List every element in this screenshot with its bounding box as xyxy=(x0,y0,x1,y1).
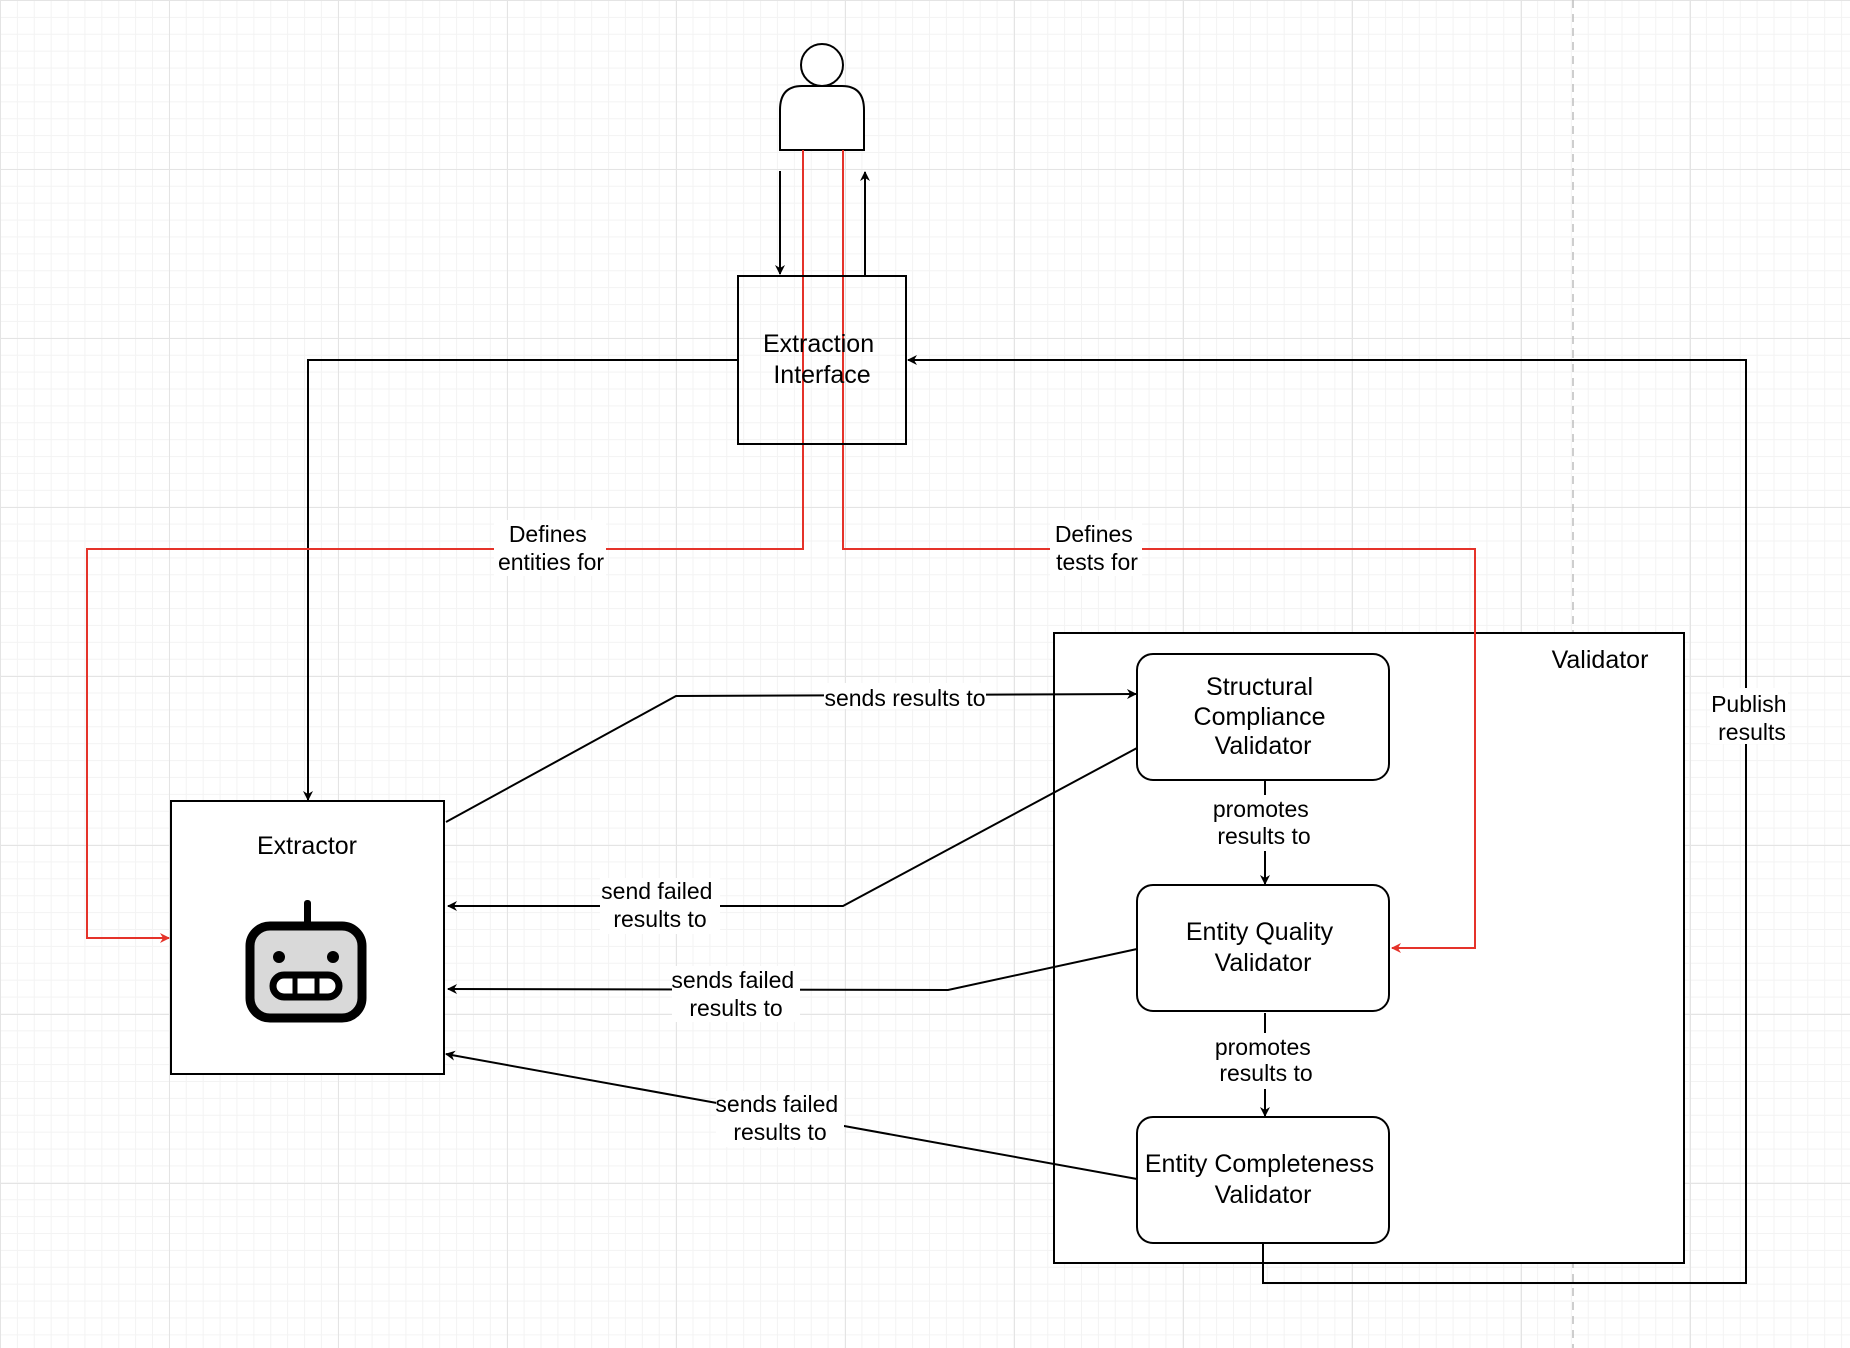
edge-defines-tests[interactable] xyxy=(842,150,1476,953)
promotes-2-label-bg xyxy=(1208,1033,1322,1089)
edge-send-failed-structural[interactable] xyxy=(447,747,1138,911)
sends-failed-2-label-bg xyxy=(672,966,800,1022)
structural-validator-label: Structural Compliance Validator xyxy=(1194,673,1333,760)
sends-results-label-bg xyxy=(824,683,986,709)
defines-tests-label-bg xyxy=(1050,520,1142,576)
promotes-1-label: promotes results to xyxy=(1213,796,1315,849)
robot-icon xyxy=(245,900,367,1023)
validator-group-label: Validator xyxy=(1552,646,1649,674)
sends-failed-3-label-bg xyxy=(716,1091,844,1147)
promotes-2-label: promotes results to xyxy=(1215,1034,1317,1086)
edge-sends-failed-quality[interactable] xyxy=(447,948,1138,995)
edge-interface-to-extractor[interactable] xyxy=(303,359,738,801)
promotes-1-label-bg xyxy=(1208,795,1322,851)
user-icon[interactable] xyxy=(779,43,865,151)
send-failed-1-label-bg xyxy=(600,878,720,934)
edge-sends-results[interactable] xyxy=(445,689,1137,823)
publish-label-bg xyxy=(1710,688,1788,744)
defines-entities-label: Defines entities for xyxy=(498,521,604,575)
structural-validator-box[interactable] xyxy=(1136,653,1390,781)
defines-entities-label-bg xyxy=(494,520,606,576)
send-failed-1-label: send failed results to xyxy=(601,878,719,932)
sends-failed-3-label: sends failed results to xyxy=(715,1091,844,1145)
quality-validator-label: Entity Quality Validator xyxy=(1186,918,1340,977)
edge-publish-results[interactable] xyxy=(907,355,1747,1284)
extraction-interface-box[interactable] xyxy=(737,275,907,445)
completeness-validator-label: Entity Completeness Validator xyxy=(1145,1150,1381,1209)
edge-defines-entities[interactable] xyxy=(86,150,804,943)
completeness-validator-box[interactable] xyxy=(1136,1116,1390,1244)
publish-label: Publish results xyxy=(1711,691,1793,745)
sends-failed-2-label: sends failed results to xyxy=(671,967,800,1021)
extraction-interface-label: Extraction Interface xyxy=(763,330,881,389)
quality-validator-box[interactable] xyxy=(1136,884,1390,1012)
extractor-label: Extractor xyxy=(257,832,357,860)
defines-tests-label: Defines tests for xyxy=(1055,521,1139,575)
sends-results-label: sends results to xyxy=(824,685,985,711)
